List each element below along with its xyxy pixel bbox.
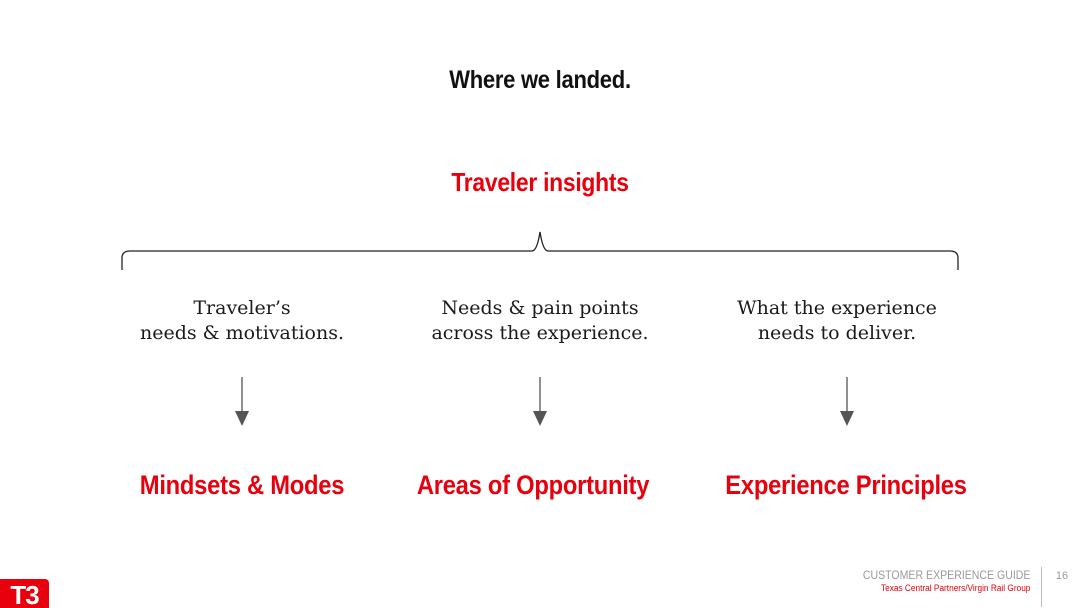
brace-connector <box>121 231 959 270</box>
slide-title: Where we landed. <box>449 66 631 94</box>
footer-title: CUSTOMER EXPERIENCE GUIDE <box>862 568 1030 582</box>
description-line: across the experience. <box>431 322 649 344</box>
arrow-2 <box>533 377 547 426</box>
page-number: 16 <box>1055 570 1069 582</box>
outcome-mindsets-modes: Mindsets & Modes <box>139 470 345 500</box>
description-line: Needs & pain points <box>441 297 639 319</box>
description-line: needs & motivations. <box>139 322 345 344</box>
outcome-areas-of-opportunity: Areas of Opportunity <box>416 470 650 500</box>
column-2-description: Needs & pain points across the experienc… <box>390 296 690 346</box>
arrow-3 <box>840 377 854 426</box>
column-3-description: What the experience needs to deliver. <box>687 296 987 346</box>
arrow-1 <box>235 377 249 426</box>
outcome-experience-principles: Experience Principles <box>725 470 967 500</box>
column-1-description: Traveler’s needs & motivations. <box>92 296 392 346</box>
t3-logo: T3 <box>0 579 49 608</box>
description-line: needs to deliver. <box>757 322 917 344</box>
description-line: Traveler’s <box>193 297 291 319</box>
description-line: What the experience <box>737 297 937 319</box>
root-label: Traveler insights <box>451 167 629 197</box>
footer-divider <box>1041 567 1042 607</box>
footer-subtitle: Texas Central Partners/Virgin Rail Group <box>880 583 1030 593</box>
